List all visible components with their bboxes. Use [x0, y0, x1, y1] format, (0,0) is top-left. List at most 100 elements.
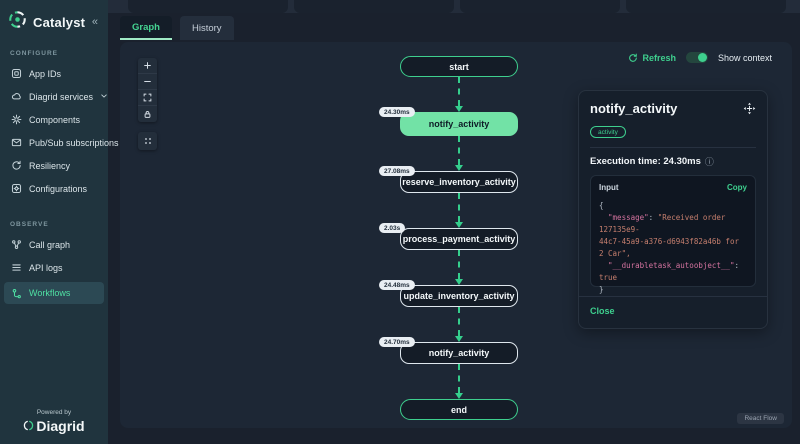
sidebar-item-workflows[interactable]: Workflows [4, 282, 104, 304]
close-button[interactable]: Close [590, 305, 615, 316]
sidebar-item-app-ids[interactable]: App IDs [4, 65, 104, 82]
flow-node-process_payment_activity[interactable]: process_payment_activity [400, 228, 518, 250]
refresh-button[interactable]: Refresh [628, 53, 676, 63]
sidebar-footer: Powered by Diagrid [0, 409, 108, 436]
flow-node-notify_activity[interactable]: notify_activity [400, 112, 518, 136]
tab-bar: Graph History [120, 16, 234, 40]
input-box: Input Copy { "message": "Received order … [590, 174, 756, 294]
refresh-icon [11, 160, 22, 171]
cutoff-cards-row [108, 0, 800, 13]
flow-edge [455, 136, 463, 171]
cutoff-card [626, 0, 786, 13]
flow-edge [455, 77, 463, 112]
flow-edge [455, 364, 463, 399]
cutoff-card [294, 0, 454, 13]
sidebar-item-label: Workflows [29, 288, 71, 298]
cutoff-card [460, 0, 620, 13]
flow-node-notify_activity[interactable]: notify_activity [400, 342, 518, 364]
flow-node-update_inventory_activity[interactable]: update_inventory_activity [400, 285, 518, 307]
edge-time-badge: 27.08ms [379, 166, 415, 176]
chevron-down-icon [100, 92, 108, 102]
section-label-configure: CONFIGURE [10, 50, 58, 57]
execution-time: Execution time: 24.30ms ⓘ [590, 155, 714, 167]
edge-time-badge: 24.30ms [379, 107, 415, 117]
panel-toolbar: Refresh Show context [628, 52, 772, 63]
gear-icon [11, 114, 22, 125]
sidebar-item-label: Pub/Sub subscriptions [29, 137, 119, 148]
react-flow-attribution[interactable]: React Flow [737, 413, 784, 424]
call-graph-icon [11, 239, 22, 250]
sidebar-item-configurations[interactable]: Configurations [4, 180, 104, 197]
minus-icon [144, 81, 151, 82]
fit-view-icon [143, 93, 152, 102]
sidebar-item-diagrid-services[interactable]: Diagrid services [4, 88, 107, 105]
flow-node-wrap: start [400, 56, 518, 77]
sidebar-item-label: Call graph [29, 239, 71, 250]
zoom-out-button[interactable] [138, 74, 157, 90]
flow-edge [455, 193, 463, 228]
move-icon[interactable] [743, 102, 756, 120]
diagrid-logo: Diagrid [23, 418, 85, 434]
sidebar-item-label: API logs [29, 262, 63, 273]
sidebar-item-label: Configurations [29, 183, 88, 194]
brand-row: Catalyst « [0, 0, 108, 42]
tab-history[interactable]: History [179, 16, 234, 40]
flow-edge [455, 307, 463, 342]
copy-button[interactable]: Copy [727, 182, 747, 192]
divider [579, 295, 767, 297]
flow-node-end[interactable]: end [400, 399, 518, 420]
zoom-in-button[interactable] [138, 58, 157, 74]
settings-box-icon [11, 183, 22, 194]
app-ids-icon [11, 68, 22, 79]
flow-node-reserve_inventory_activity[interactable]: reserve_inventory_activity [400, 171, 518, 193]
brand-name: Catalyst [33, 14, 86, 30]
show-context-toggle[interactable] [685, 52, 708, 63]
flow-controls [138, 58, 157, 122]
input-json: { "message": "Received order 127135e9-44… [599, 200, 744, 294]
edge-time-badge: 2.03s [379, 223, 406, 233]
divider [590, 146, 756, 148]
sidebar-item-resiliency[interactable]: Resiliency [4, 157, 104, 174]
workflow-icon [11, 288, 22, 299]
grid-dots-button[interactable] [138, 132, 157, 150]
list-icon [11, 262, 22, 273]
edge-time-badge: 24.48ms [379, 280, 415, 290]
fit-view-button[interactable] [138, 90, 157, 106]
refresh-icon [629, 53, 638, 62]
lock-button[interactable] [138, 106, 157, 122]
sidebar-item-components[interactable]: Components [4, 111, 104, 128]
flow-node-start[interactable]: start [400, 56, 518, 77]
node-detail-panel: notify_activity activity Execution time:… [578, 90, 768, 329]
sidebar-item-api-logs[interactable]: API logs [4, 259, 104, 276]
sidebar-item-pub-sub-subscriptions[interactable]: Pub/Sub subscriptions [4, 134, 119, 151]
edge-time-badge: 24.70ms [379, 337, 415, 347]
mail-icon [11, 137, 22, 148]
main-content: Graph History Refresh Show context [108, 0, 800, 444]
section-label-observe: OBSERVE [10, 221, 49, 228]
sidebar-collapse-button[interactable]: « [91, 16, 98, 28]
sidebar-item-call-graph[interactable]: Call graph [4, 236, 104, 253]
grid-dots-icon [144, 138, 151, 144]
lock-icon [144, 110, 151, 118]
flow-edge [455, 250, 463, 285]
info-icon[interactable]: ⓘ [704, 156, 714, 167]
tab-graph[interactable]: Graph [120, 16, 172, 40]
sidebar-item-label: App IDs [29, 68, 62, 79]
detail-title: notify_activity [590, 101, 678, 116]
cutoff-card [128, 0, 288, 13]
sidebar-item-label: Diagrid services [29, 91, 94, 102]
input-label: Input [599, 182, 619, 192]
flow-node-wrap: end [400, 399, 518, 420]
diagrid-logo-text: Diagrid [36, 418, 85, 434]
powered-by-label: Powered by [36, 409, 72, 416]
plus-icon [144, 62, 151, 69]
